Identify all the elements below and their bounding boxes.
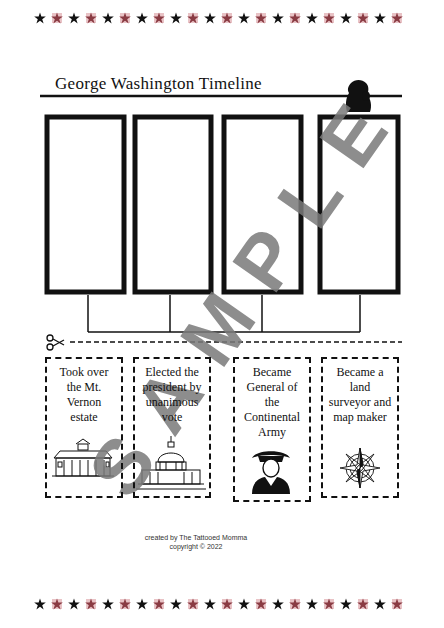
border-star xyxy=(153,12,165,23)
star-tile xyxy=(290,13,300,23)
border-star xyxy=(238,12,250,23)
event-text: Became General of the Continental Army xyxy=(235,359,309,440)
border-star xyxy=(204,12,216,23)
border-star xyxy=(374,598,386,609)
footer-note: created by The Tattooed Momma xyxy=(145,534,247,541)
star-tile xyxy=(188,599,198,609)
star-tile xyxy=(324,13,334,23)
border-star xyxy=(102,12,114,23)
border-star xyxy=(357,598,369,609)
border-star xyxy=(306,12,318,23)
border-star xyxy=(170,12,182,23)
star-tile xyxy=(222,13,232,23)
event-card: Became General of the Continental Army xyxy=(233,357,311,502)
border-star xyxy=(255,12,267,23)
star-tile xyxy=(392,599,402,609)
border-star xyxy=(51,12,63,23)
border-star xyxy=(136,12,148,23)
border-star xyxy=(391,598,403,609)
border-star xyxy=(34,12,46,23)
border-star xyxy=(289,598,301,609)
border-star xyxy=(34,598,46,609)
border-star xyxy=(272,12,284,23)
border-star xyxy=(357,12,369,23)
border-star xyxy=(119,12,131,23)
event-text: Took over the Mt. Vernon estate xyxy=(47,359,121,425)
border-star xyxy=(306,598,318,609)
border-star xyxy=(85,598,97,609)
border-star xyxy=(68,598,80,609)
worksheet-title: George Washington Timeline xyxy=(55,74,262,94)
event-text: Became a land surveyor and map maker xyxy=(323,359,397,425)
star-tile xyxy=(188,13,198,23)
general-icon xyxy=(252,451,290,494)
star-tile xyxy=(120,599,130,609)
border-star xyxy=(323,598,335,609)
border-star xyxy=(255,598,267,609)
star-tile xyxy=(290,599,300,609)
star-tile xyxy=(256,13,266,23)
border-star xyxy=(238,598,250,609)
star-tile xyxy=(222,599,232,609)
star-tile xyxy=(52,13,62,23)
border-star xyxy=(170,598,182,609)
star-tile xyxy=(154,599,164,609)
border-star xyxy=(51,598,63,609)
star-tile xyxy=(120,13,130,23)
border-star xyxy=(374,12,386,23)
star-tile xyxy=(154,13,164,23)
star-tile xyxy=(52,599,62,609)
border-star xyxy=(153,598,165,609)
border-star xyxy=(289,12,301,23)
star-tile xyxy=(86,599,96,609)
scissors-icon xyxy=(47,335,64,350)
border-star xyxy=(323,12,335,23)
star-tile xyxy=(86,13,96,23)
footer-note: copyright © 2022 xyxy=(169,543,222,550)
star-tile xyxy=(324,599,334,609)
event-card: Took over the Mt. Vernon estate xyxy=(45,357,123,498)
star-tile xyxy=(392,13,402,23)
star-tile xyxy=(358,13,368,23)
border-star xyxy=(68,12,80,23)
border-star xyxy=(102,598,114,609)
border-star xyxy=(221,12,233,23)
border-star xyxy=(391,12,403,23)
border-star xyxy=(119,598,131,609)
border-star xyxy=(187,12,199,23)
star-tile xyxy=(358,599,368,609)
compass-rose-icon xyxy=(340,448,380,488)
border-star xyxy=(187,598,199,609)
border-star xyxy=(272,598,284,609)
event-text: Elected the president by unanimous vote xyxy=(135,359,209,425)
star-tile xyxy=(256,599,266,609)
event-card: Became a land surveyor and map maker xyxy=(321,357,399,498)
border-star xyxy=(85,12,97,23)
border-star xyxy=(340,598,352,609)
border-star xyxy=(204,598,216,609)
border-star xyxy=(221,598,233,609)
event-card: Elected the president by unanimous vote xyxy=(133,357,211,498)
border-star xyxy=(136,598,148,609)
border-star xyxy=(340,12,352,23)
